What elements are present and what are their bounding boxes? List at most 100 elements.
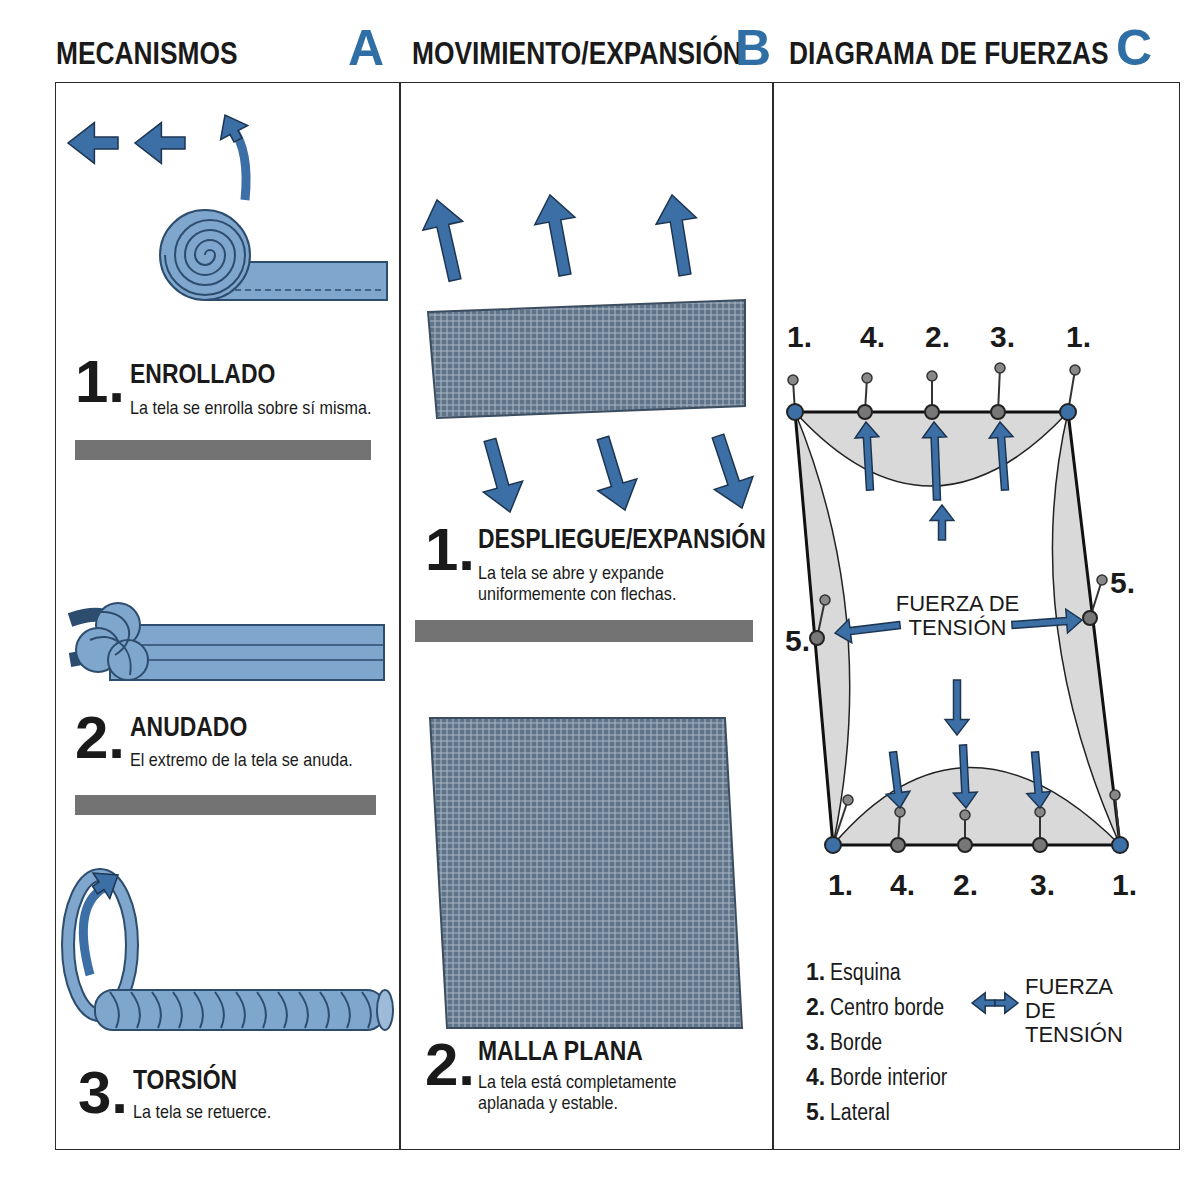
step-title: ANUDADO: [130, 713, 247, 743]
twist-stroke: [299, 992, 308, 1028]
divider-bar: [75, 795, 376, 815]
panel-letter: B: [735, 21, 771, 76]
edge-anchor: [991, 405, 1005, 419]
panel-letter: C: [1116, 21, 1152, 76]
pin-knob: [843, 795, 853, 805]
step-number: 1.: [75, 352, 125, 412]
callout-number: 2.: [925, 320, 950, 353]
flat-mesh: [430, 718, 742, 1028]
twist-stroke: [194, 992, 203, 1028]
corner-anchor: [787, 404, 803, 420]
force-arrow: [135, 123, 185, 164]
pin-knob: [788, 375, 798, 385]
panel: MECANISMOSA: [55, 82, 401, 1150]
force-arrow: [886, 752, 910, 808]
step-description: La tela está completamente aplanada y es…: [478, 1072, 733, 1114]
force-diagram: [787, 363, 1128, 853]
step-number: 2.: [425, 1035, 475, 1095]
twist-stroke: [341, 992, 350, 1028]
roll-figure: [160, 210, 387, 300]
edge-anchor: [1033, 838, 1047, 852]
callout-number: 3.: [1030, 868, 1055, 901]
key-text: Centro borde: [830, 995, 944, 1020]
corner-anchor: [825, 837, 841, 853]
twist-stroke: [110, 992, 119, 1028]
panel-heading: DIAGRAMA DE FUERZAS: [789, 37, 1109, 71]
force-arrow: [923, 422, 947, 500]
key-text: Borde: [830, 1030, 882, 1055]
step-title: ENROLLADO: [130, 360, 275, 390]
force-arrow: [930, 505, 954, 540]
key-text: Esquina: [830, 960, 901, 985]
step-description: La tela se abre y expande uniformemente …: [478, 563, 733, 605]
callout-number: 1.: [1112, 868, 1137, 901]
legend-text: FUERZA DE TENSIÓN: [1025, 975, 1140, 1048]
callout-number: 3.: [990, 320, 1015, 353]
force-arrow: [972, 993, 995, 1013]
step-title: MALLA PLANA: [478, 1037, 643, 1067]
force-arrow: [995, 993, 1018, 1013]
twist-stroke: [173, 992, 182, 1028]
force-arrow: [855, 422, 879, 490]
mesh-band: [428, 300, 745, 418]
twist-stroke: [236, 992, 245, 1028]
step-description: La tela se retuerce.: [133, 1102, 271, 1123]
twist-stroke: [131, 992, 140, 1028]
edge-anchor: [810, 631, 824, 645]
knot-figure: [70, 603, 384, 680]
corner-anchor: [1112, 837, 1128, 853]
pin-knob: [995, 363, 1005, 373]
callout-number: 5.: [1110, 566, 1135, 599]
divider-bar: [415, 620, 753, 642]
panel-heading: MOVIMIENTO/EXPANSIÓN: [412, 37, 742, 71]
key-number: 2.: [806, 995, 825, 1020]
force-arrow: [835, 619, 900, 643]
force-arrow: [712, 434, 753, 508]
key-number: 1.: [806, 960, 825, 985]
callout-number: 4.: [860, 320, 885, 353]
panel: MOVIMIENTO/EXPANSIÓNB: [399, 82, 774, 1150]
force-arrow: [483, 438, 522, 512]
pin-knob: [1097, 575, 1107, 585]
force-arrow: [945, 680, 969, 735]
twist-stroke: [152, 992, 161, 1028]
step-description: La tela se enrolla sobre sí misma.: [130, 398, 371, 419]
callout-number: 1.: [828, 868, 853, 901]
edge-anchor: [958, 838, 972, 852]
pin-knob: [1070, 365, 1080, 375]
twist-stroke: [320, 992, 329, 1028]
force-arrow: [989, 422, 1013, 490]
force-arrow: [93, 873, 119, 899]
key-text: Borde interior: [830, 1065, 947, 1090]
force-arrow: [423, 200, 463, 281]
corner-anchor: [1060, 404, 1076, 420]
force-arrow: [535, 195, 575, 276]
key-number: 3.: [806, 1030, 825, 1055]
force-arrow: [1027, 752, 1051, 808]
edge-anchor: [925, 405, 939, 419]
pin-knob: [927, 371, 937, 381]
callout-number: 1.: [1066, 320, 1091, 353]
panel-letter: A: [348, 21, 384, 76]
force-label: FUERZA DE TENSIÓN: [895, 592, 1020, 640]
force-arrow: [221, 115, 248, 142]
callout-number: 1.: [787, 320, 812, 353]
edge-anchor: [1083, 611, 1097, 625]
twist-figure: [68, 875, 393, 1030]
twist-stroke: [362, 992, 371, 1028]
callout-number: 4.: [890, 868, 915, 901]
step-title: DESPLIEGUE/EXPANSIÓN: [478, 525, 766, 555]
step-title: TORSIÓN: [133, 1066, 237, 1096]
pin-knob: [820, 595, 830, 605]
edge-anchor: [858, 405, 872, 419]
force-arrow: [68, 123, 118, 164]
callout-number: 5.: [785, 624, 810, 657]
panel-heading: MECANISMOS: [56, 37, 238, 71]
pin-knob: [862, 373, 872, 383]
pin-knob: [1110, 790, 1120, 800]
force-arrow: [656, 195, 696, 276]
key-text: Lateral: [830, 1100, 890, 1125]
key-number: 5.: [806, 1100, 825, 1125]
force-arrow: [597, 436, 637, 510]
key-number: 4.: [806, 1065, 825, 1090]
